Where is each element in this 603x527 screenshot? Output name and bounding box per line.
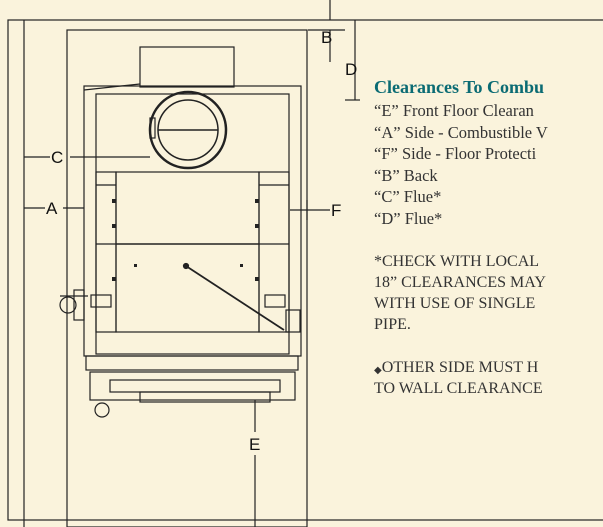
floor-protector-outline [66, 29, 308, 527]
clearance-list: “E” Front Floor Clearan “A” Side - Combu… [374, 100, 603, 229]
dimension-label-e: E [249, 435, 260, 454]
note-line: *CHECK WITH LOCAL [374, 253, 540, 270]
dimension-label-b: B [321, 28, 332, 47]
note-line: 18” CLEARANCES MAY [374, 274, 546, 291]
clearance-item-d: “D” Flue* [374, 208, 443, 228]
clearances-panel: Clearances To Combu “E” Front Floor Clea… [374, 70, 603, 520]
note-line: TO WALL CLEARANCE [374, 380, 543, 397]
clearance-item-e: “E” Front Floor Clearan [374, 101, 534, 120]
stove-base [85, 355, 299, 371]
clearance-item-f: “F” Side - Floor Protecti [374, 144, 537, 163]
clearance-item-a: “A” Side - Combustible V [374, 122, 548, 142]
dimension-label-f: F [331, 201, 341, 220]
firebox-panel [115, 171, 260, 333]
clearances-title: Clearances To Combu [374, 77, 545, 97]
dimension-label-a: A [46, 199, 58, 218]
note-line: WITH USE OF SINGLE [374, 295, 536, 312]
dimension-label-c: C [51, 148, 63, 167]
base-wheel [94, 402, 110, 418]
note-line: PIPE. [374, 316, 411, 333]
other-side-note: ◆OTHER SIDE MUST H TO WALL CLEARANCE [374, 357, 603, 399]
clearance-item-b: “B” Back [374, 165, 438, 185]
outer-frame [7, 19, 603, 521]
note-line: OTHER SIDE MUST H [381, 359, 539, 376]
local-code-note: *CHECK WITH LOCAL 18” CLEARANCES MAY WIT… [374, 251, 603, 335]
dimension-label-d: D [345, 60, 357, 79]
handle-rod [185, 265, 285, 331]
diamond-icon: ◆ [374, 365, 382, 376]
left-knob [59, 296, 77, 314]
clearance-item-c: “C” Flue* [374, 187, 442, 206]
flue-collar [139, 46, 235, 88]
